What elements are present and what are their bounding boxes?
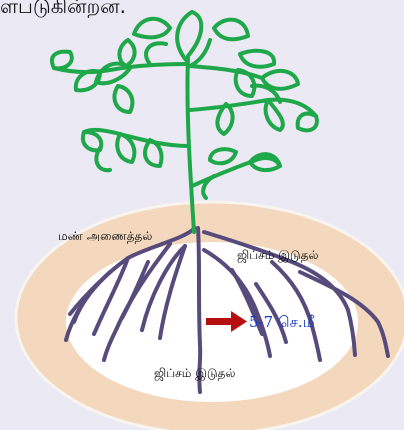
earthing-up-label: மண் அணைத்தல் <box>58 229 152 245</box>
distance-label: 5-7 செ.மீ <box>249 313 315 333</box>
groundnut-plant <box>52 12 317 232</box>
gypsum-label-top: ஜிப்சம் இடுதல் <box>237 248 318 264</box>
gypsum-label-bottom: ஜிப்சம் இடுதல் <box>154 366 235 382</box>
caption-fragment: ளபடுகின்றன. <box>0 0 126 21</box>
